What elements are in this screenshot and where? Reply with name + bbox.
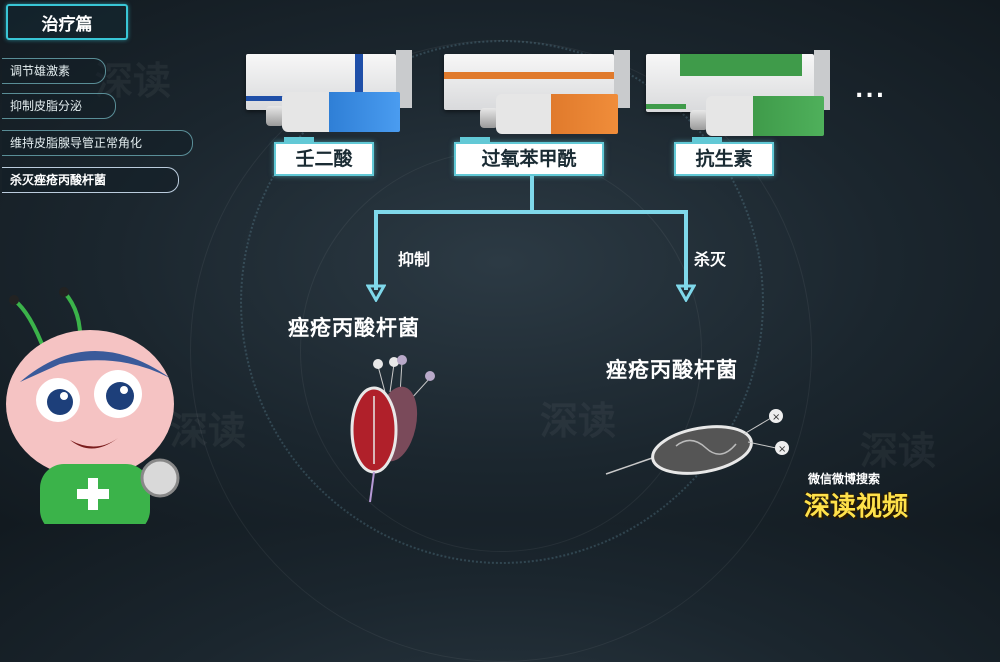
medicine-name-box: 过氧苯甲酰 — [454, 142, 604, 176]
connector-horizontal — [374, 210, 688, 214]
medicine-box-side — [396, 50, 412, 108]
svg-text:×: × — [778, 444, 786, 455]
menu-item-regulate-androgen[interactable]: 调节雄激素 — [2, 58, 106, 84]
label-tab — [284, 137, 314, 142]
brand-search-hint: 微信微博搜索 — [808, 472, 881, 486]
medicine-box-side — [814, 50, 830, 110]
menu-item-keratinization[interactable]: 维持皮脂腺导管正常角化 — [2, 130, 193, 156]
box-stripe — [355, 54, 363, 110]
more-ellipsis: ... — [855, 78, 887, 103]
tube-cap — [690, 110, 708, 130]
arrow-left-head-icon — [366, 284, 386, 302]
section-title-box: 治疗篇 — [6, 4, 128, 40]
box-stripe — [246, 96, 286, 101]
box-stripe — [680, 54, 802, 76]
box-stripe — [646, 104, 686, 109]
action-inhibit: 抑制 — [398, 250, 431, 269]
bacteria-label-right: 痤疮丙酸杆菌 — [606, 358, 738, 382]
watermark: 深读 — [860, 429, 937, 473]
dead-bacteria-illustration: × × — [605, 409, 789, 475]
arrow-left-shaft — [374, 210, 378, 290]
medicine-box-side — [614, 50, 630, 108]
arrow-right-head-icon — [676, 284, 696, 302]
tube-body — [282, 92, 400, 132]
mascot-character — [6, 287, 180, 524]
menu-item-kill-bacteria[interactable]: 杀灭痤疮丙酸杆菌 — [2, 167, 179, 193]
live-bacteria-illustration — [350, 355, 435, 503]
tube-cap — [480, 108, 498, 128]
label-tab — [692, 137, 722, 142]
arrow-right-shaft — [684, 210, 688, 290]
tube-body — [496, 94, 618, 134]
box-stripe — [444, 72, 614, 79]
menu-item-inhibit-sebum[interactable]: 抑制皮脂分泌 — [2, 93, 116, 119]
svg-text:×: × — [772, 412, 780, 423]
medicine-name-box: 抗生素 — [674, 142, 774, 176]
section-title: 治疗篇 — [41, 15, 93, 35]
medicine-name-box: 壬二酸 — [274, 142, 374, 176]
label-tab — [460, 137, 490, 142]
watermark: 深读 — [170, 409, 247, 453]
brand-logo-text: 深读视频 — [804, 492, 909, 522]
tube-cap — [266, 106, 284, 126]
connector-vertical — [530, 176, 534, 212]
bacteria-label-left: 痤疮丙酸杆菌 — [288, 316, 420, 340]
tube-body — [706, 96, 824, 136]
action-kill: 杀灭 — [694, 250, 727, 269]
watermark: 深读 — [540, 399, 617, 443]
